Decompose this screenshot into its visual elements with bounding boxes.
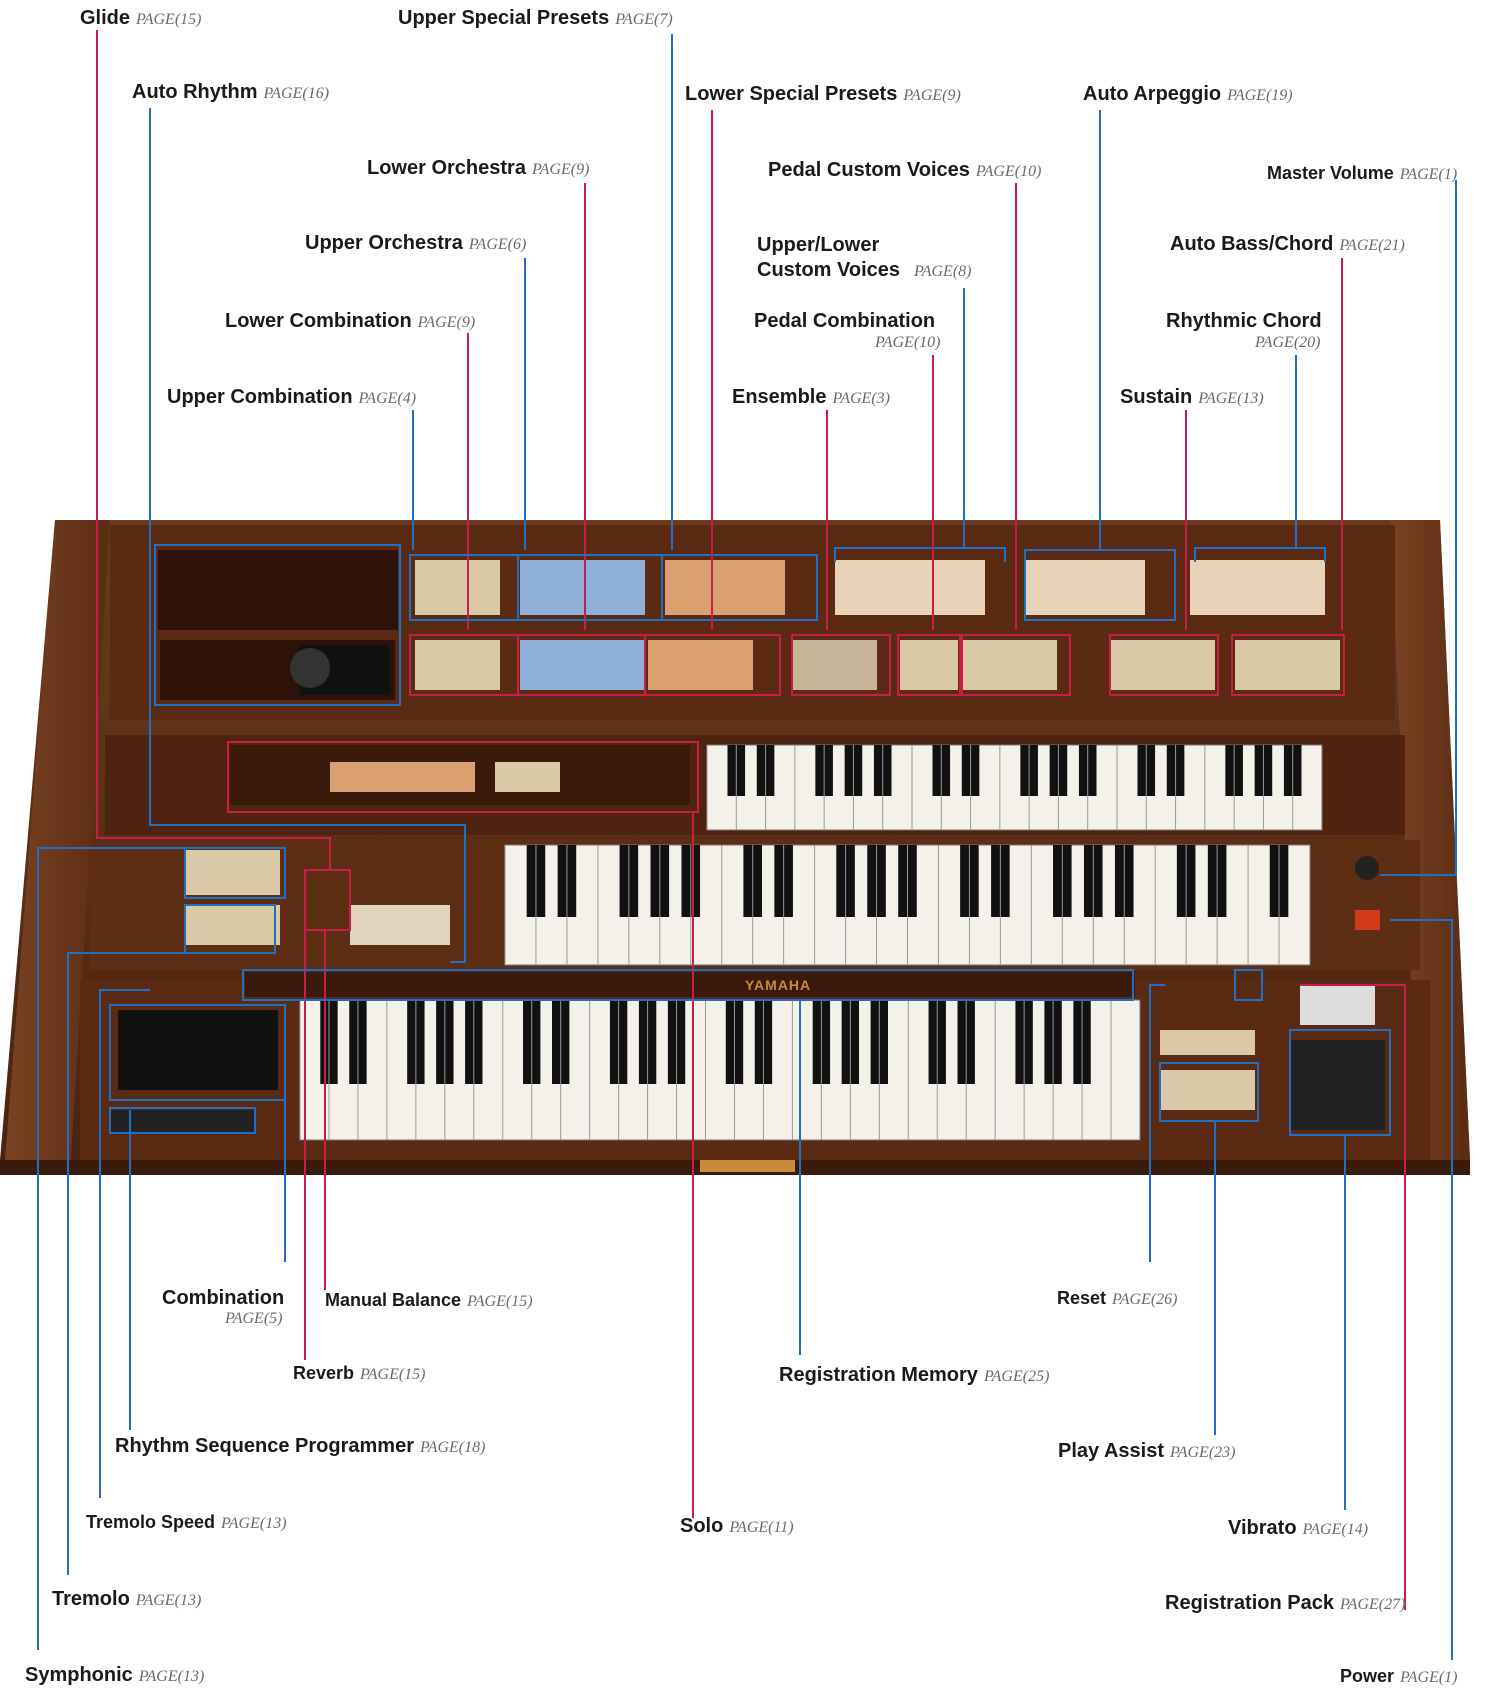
label-combination: Combination [162, 1287, 285, 1309]
label-rhythmic-chord-page: PAGE(20) [1255, 334, 1321, 351]
label-rhythmic-chord: Rhythmic Chord [1166, 310, 1322, 332]
label-pedal-combination-page: PAGE(10) [875, 334, 941, 351]
middle-keyboard [504, 844, 1311, 966]
label-pedal-combination: Pedal Combination [754, 310, 936, 332]
brand-name: YAMAHA [745, 977, 811, 993]
label-combination-page: PAGE(5) [225, 1310, 283, 1327]
upper-keyboard [706, 744, 1323, 831]
